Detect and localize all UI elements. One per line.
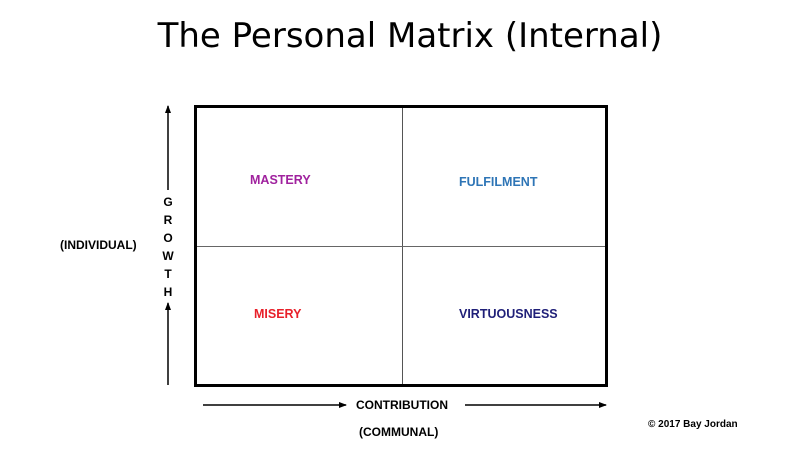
individual-label: (INDIVIDUAL) [60, 238, 137, 252]
growth-letter: H [163, 285, 173, 299]
horizontal-divider [197, 246, 605, 247]
growth-axis-label: G R O W T H [160, 193, 176, 301]
quadrant-misery: MISERY [254, 307, 302, 321]
growth-letter: O [163, 231, 173, 245]
quadrant-virtuousness: VIRTUOUSNESS [459, 307, 558, 321]
matrix-grid: MASTERY FULFILMENT MISERY VIRTUOUSNESS [194, 105, 608, 387]
quadrant-mastery: MASTERY [250, 173, 311, 187]
growth-letter: R [163, 213, 173, 227]
copyright-notice: © 2017 Bay Jordan [648, 419, 738, 430]
quadrant-fulfilment: FULFILMENT [459, 175, 538, 189]
growth-letter: T [164, 267, 172, 281]
growth-letter: G [163, 195, 173, 209]
contribution-label: CONTRIBUTION [356, 398, 448, 412]
growth-letter: W [162, 249, 174, 263]
diagram-title: The Personal Matrix (Internal) [157, 16, 663, 56]
communal-label: (COMMUNAL) [359, 425, 439, 439]
